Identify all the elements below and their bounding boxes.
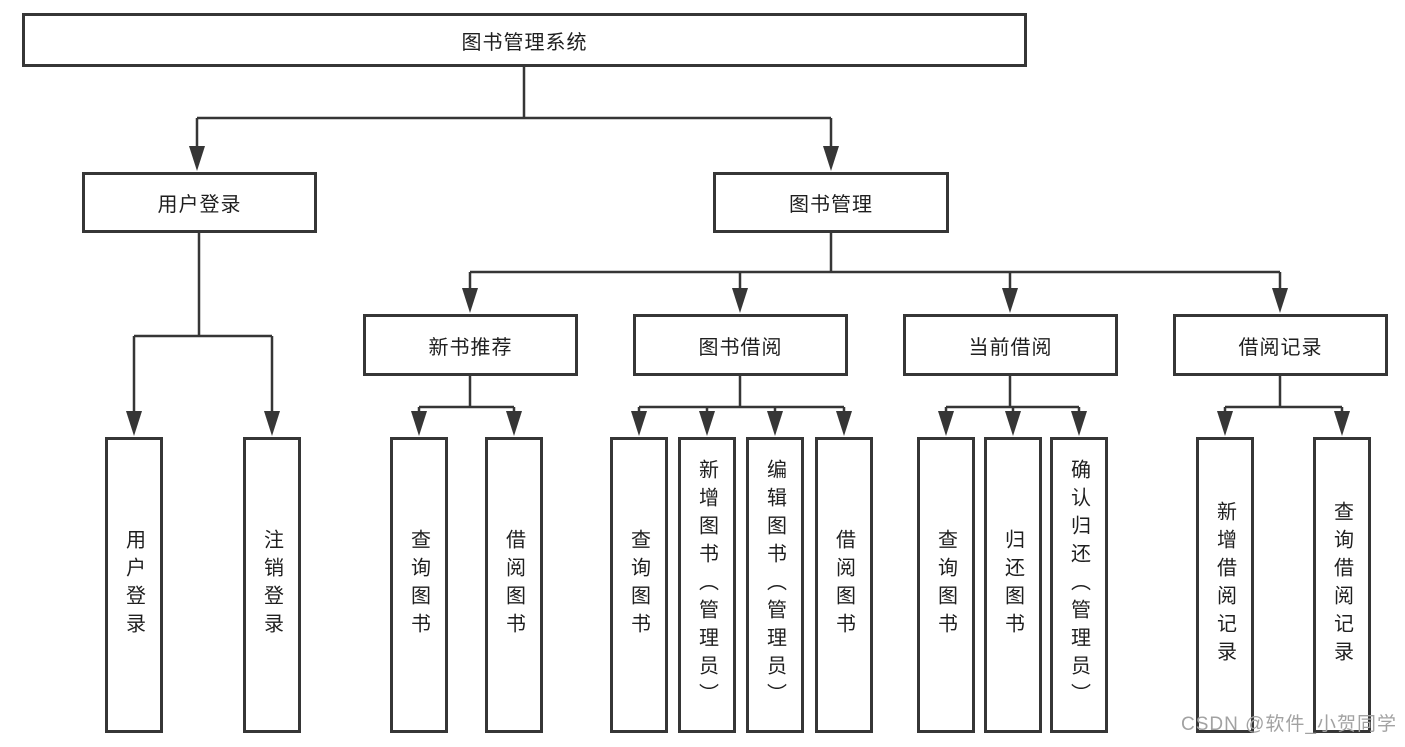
leaf-current-confirm-label: 确认归还（管理员） bbox=[1067, 459, 1090, 711]
node-mgmt-group-label: 图书管理 bbox=[789, 194, 873, 216]
arrow-icon bbox=[1334, 411, 1350, 436]
arrow-icon bbox=[823, 146, 839, 171]
csdn-watermark: CSDN @软件_小贺同学 bbox=[1181, 714, 1397, 735]
node-newbook-group: 新书推荐 bbox=[363, 314, 578, 376]
node-root-label: 图书管理系统 bbox=[461, 31, 588, 54]
wire-record-to-leaves bbox=[1223, 376, 1344, 415]
node-current-group-label: 当前借阅 bbox=[968, 336, 1053, 359]
arrow-icon bbox=[631, 411, 647, 436]
wire-login-to-leaves bbox=[132, 233, 274, 415]
leaf-record-query-label: 查询借阅记录 bbox=[1330, 501, 1353, 669]
leaf-borrow-add: 新增图书（管理员） bbox=[678, 437, 736, 733]
leaf-newbook-query-label: 查询图书 bbox=[407, 529, 430, 641]
arrow-icon bbox=[1217, 411, 1233, 436]
wire-newbook-to-leaves bbox=[417, 376, 516, 415]
leaf-borrow-borrow-label: 借阅图书 bbox=[832, 529, 855, 641]
node-login-group: 用户登录 bbox=[82, 172, 317, 233]
arrow-icon bbox=[1002, 288, 1018, 313]
node-newbook-group-label: 新书推荐 bbox=[428, 336, 513, 359]
node-mgmt-group: 图书管理 bbox=[713, 172, 949, 233]
arrow-icon bbox=[411, 411, 427, 436]
leaf-user-login-label: 用户登录 bbox=[122, 529, 145, 641]
leaf-borrow-edit: 编辑图书（管理员） bbox=[746, 437, 804, 733]
leaf-logout-label: 注销登录 bbox=[260, 529, 283, 641]
arrow-icon bbox=[836, 411, 852, 436]
arrowheads bbox=[126, 146, 1350, 436]
leaf-newbook-query: 查询图书 bbox=[390, 437, 448, 733]
leaf-borrow-edit-label: 编辑图书（管理员） bbox=[763, 459, 786, 711]
wire-root-to-level2 bbox=[195, 67, 833, 149]
leaf-current-confirm: 确认归还（管理员） bbox=[1050, 437, 1108, 733]
arrow-icon bbox=[1071, 411, 1087, 436]
leaf-logout: 注销登录 bbox=[243, 437, 301, 733]
arrow-icon bbox=[1272, 288, 1288, 313]
leaf-current-query: 查询图书 bbox=[917, 437, 975, 733]
node-record-group: 借阅记录 bbox=[1173, 314, 1388, 376]
leaf-borrow-borrow: 借阅图书 bbox=[815, 437, 873, 733]
leaf-current-query-label: 查询图书 bbox=[934, 529, 957, 641]
leaf-newbook-borrow: 借阅图书 bbox=[485, 437, 543, 733]
leaf-borrow-add-label: 新增图书（管理员） bbox=[695, 459, 718, 711]
arrow-icon bbox=[264, 411, 280, 436]
arrow-icon bbox=[699, 411, 715, 436]
arrow-icon bbox=[1005, 411, 1021, 436]
leaf-record-add-label: 新增借阅记录 bbox=[1213, 501, 1236, 669]
arrow-icon bbox=[189, 146, 205, 171]
node-record-group-label: 借阅记录 bbox=[1238, 336, 1323, 359]
leaf-user-login: 用户登录 bbox=[105, 437, 163, 733]
wire-borrow-to-leaves bbox=[637, 376, 846, 415]
arrow-icon bbox=[767, 411, 783, 436]
node-borrow-group-label: 图书借阅 bbox=[698, 336, 783, 359]
node-borrow-group: 图书借阅 bbox=[633, 314, 848, 376]
leaf-newbook-borrow-label: 借阅图书 bbox=[502, 529, 525, 641]
arrow-icon bbox=[732, 288, 748, 313]
arrow-icon bbox=[506, 411, 522, 436]
connector-lines bbox=[132, 67, 1344, 415]
leaf-borrow-query-label: 查询图书 bbox=[627, 529, 650, 641]
leaf-borrow-query: 查询图书 bbox=[610, 437, 668, 733]
leaf-record-query: 查询借阅记录 bbox=[1313, 437, 1371, 733]
node-root: 图书管理系统 bbox=[22, 13, 1027, 67]
arrow-icon bbox=[126, 411, 142, 436]
arrow-icon bbox=[938, 411, 954, 436]
wire-current-to-leaves bbox=[944, 376, 1081, 415]
leaf-current-return: 归还图书 bbox=[984, 437, 1042, 733]
wire-mgmt-to-level3 bbox=[468, 233, 1282, 292]
leaf-current-return-label: 归还图书 bbox=[1001, 529, 1024, 641]
leaf-record-add: 新增借阅记录 bbox=[1196, 437, 1254, 733]
node-current-group: 当前借阅 bbox=[903, 314, 1118, 376]
node-login-group-label: 用户登录 bbox=[157, 194, 242, 216]
arrow-icon bbox=[462, 288, 478, 313]
